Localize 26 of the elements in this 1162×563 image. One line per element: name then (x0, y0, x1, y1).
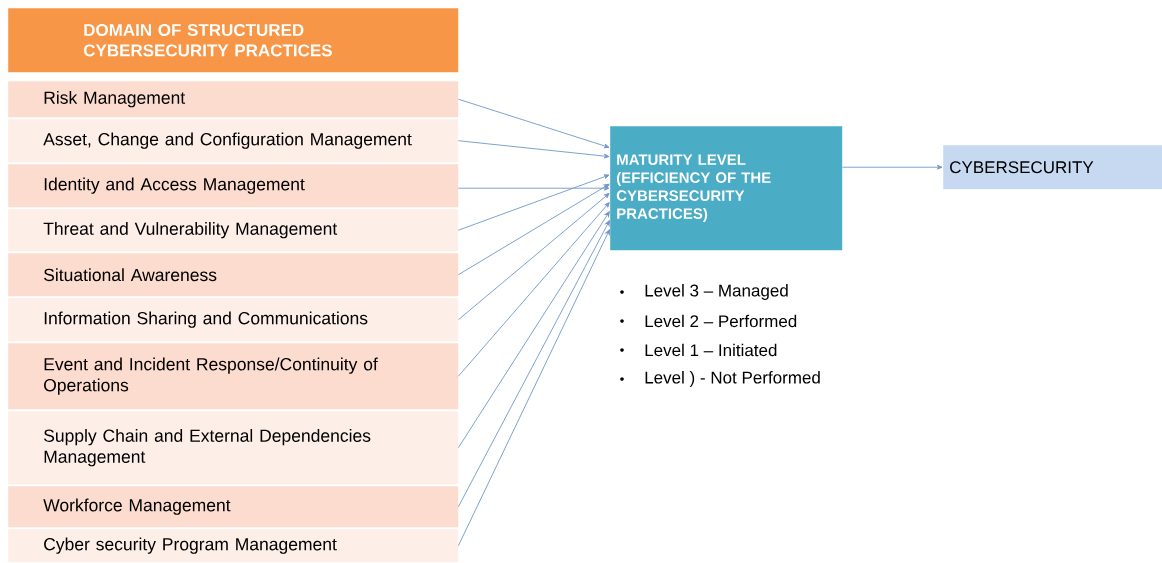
arrow (457, 174, 610, 231)
practice-row: Workforce Management (8, 486, 459, 528)
practice-row: Information Sharing and Communications (8, 298, 459, 342)
practice-row: Identity and Access Management (8, 164, 459, 208)
header-box: DOMAIN OF STRUCTURED CYBERSECURITY PRACTICES (8, 8, 459, 73)
maturity-box: MATURITY LEVEL (EFFICIENCY OF THE CYBERSECURITY PRACTICES) (610, 126, 843, 251)
arrow (457, 211, 610, 449)
arrow (457, 185, 610, 191)
practice-row: Cyber security Program Management (8, 529, 459, 563)
arrow (841, 164, 943, 170)
practice-row: Situational Awareness (8, 253, 459, 297)
list-item: Level 3 – Managed (620, 284, 788, 300)
arrow (457, 183, 610, 276)
practice-row: Supply Chain and External Dependencies Management (8, 411, 459, 485)
list-item: Level 2 – Performed (620, 314, 797, 328)
arrow (457, 140, 610, 159)
arrow (457, 193, 610, 321)
arrow (457, 202, 610, 377)
result-box: CYBERSECURITY (943, 145, 1162, 190)
practice-row: Risk Management (8, 81, 459, 118)
practice-row: Event and Incident Response/Continuity of Operations (8, 343, 459, 410)
practice-row: Threat and Vulnerability Management (8, 209, 459, 252)
list-item: Level 1 – Initiated (620, 343, 777, 357)
list-item: Level ) - Not Performed (620, 371, 820, 387)
arrow (457, 98, 610, 149)
practice-row: Asset, Change and Configuration Management (8, 119, 459, 163)
